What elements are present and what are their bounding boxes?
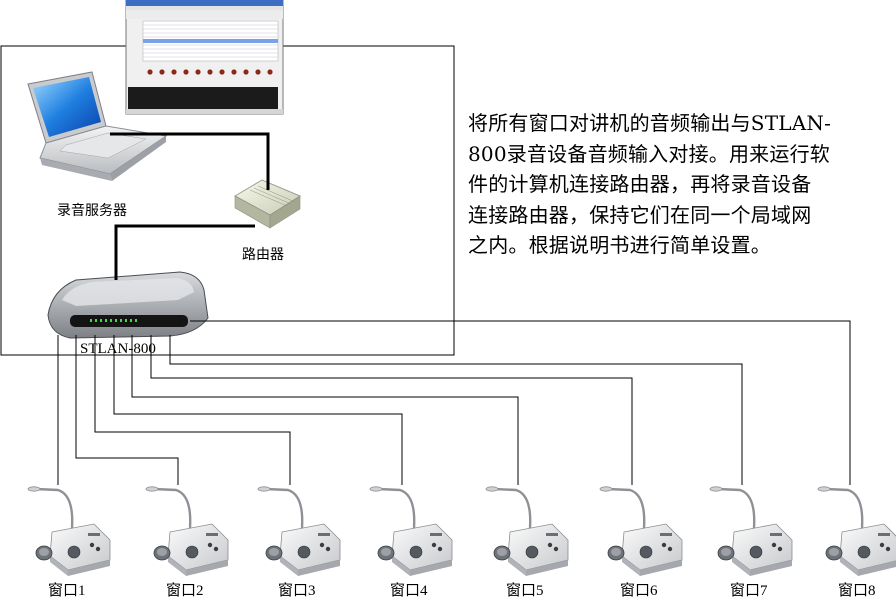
window-label-8: 窗口8 bbox=[838, 581, 876, 599]
description-text: 将所有窗口对讲机的音频输出与STLAN- 800录音设备音频输入对接。用来运行软… bbox=[468, 108, 893, 261]
intercom-icon-1 bbox=[27, 486, 111, 576]
intercom-icon-6 bbox=[599, 486, 683, 576]
router-icon bbox=[233, 179, 302, 229]
intercom-icon-2 bbox=[145, 486, 229, 576]
description-line-4: 连接路由器，保持它们在同一个局域网 bbox=[468, 202, 812, 227]
audio-cable-2 bbox=[75, 335, 179, 485]
router-label: 路由器 bbox=[242, 247, 284, 263]
description-line-5: 之内。根据说明书进行简单设置。 bbox=[468, 233, 771, 257]
description-line-2: 800录音设备音频输入对接。用来运行软 bbox=[468, 141, 830, 166]
intercom-icon-3 bbox=[257, 486, 341, 576]
intercom-icon-8 bbox=[817, 486, 896, 576]
audio-cable-4 bbox=[113, 335, 403, 485]
audio-cable-7 bbox=[169, 335, 743, 485]
intercom-icon-7 bbox=[709, 486, 793, 576]
audio-cable-8 bbox=[190, 320, 851, 485]
network-cables bbox=[110, 132, 270, 280]
intercom-icon-4 bbox=[369, 486, 453, 576]
recorder-device-icon bbox=[47, 271, 209, 339]
intercom-icon-5 bbox=[485, 486, 569, 576]
software-screenshot bbox=[125, 0, 284, 115]
server-label: 录音服务器 bbox=[57, 202, 127, 219]
window-label-4: 窗口4 bbox=[390, 581, 428, 599]
window-label-7: 窗口7 bbox=[730, 581, 768, 599]
window-label-5: 窗口5 bbox=[506, 581, 544, 599]
window-label-6: 窗口6 bbox=[620, 581, 658, 599]
window-label-2: 窗口2 bbox=[166, 581, 204, 599]
window-intercoms: 窗口1 窗口2 窗口3 窗口4 窗口5 窗口6 窗口7 窗口8 bbox=[27, 486, 896, 599]
description-line-3: 件的计算机连接路由器，再将录音设备 bbox=[468, 172, 812, 196]
window-label-1: 窗口1 bbox=[48, 581, 86, 599]
software-log-pane bbox=[128, 87, 278, 109]
description-line-1: 将所有窗口对讲机的音频输出与STLAN- bbox=[468, 111, 832, 135]
audio-cable-5 bbox=[131, 335, 519, 485]
recorder-label: STLAN-800 bbox=[80, 341, 156, 357]
audio-cable-3 bbox=[94, 335, 291, 485]
laptop-icon bbox=[27, 71, 168, 181]
audio-cables bbox=[57, 320, 851, 485]
window-label-3: 窗口3 bbox=[278, 581, 316, 599]
cable-laptop-router bbox=[110, 132, 270, 190]
audio-cable-6 bbox=[150, 335, 633, 485]
cable-router-recorder bbox=[114, 224, 255, 280]
